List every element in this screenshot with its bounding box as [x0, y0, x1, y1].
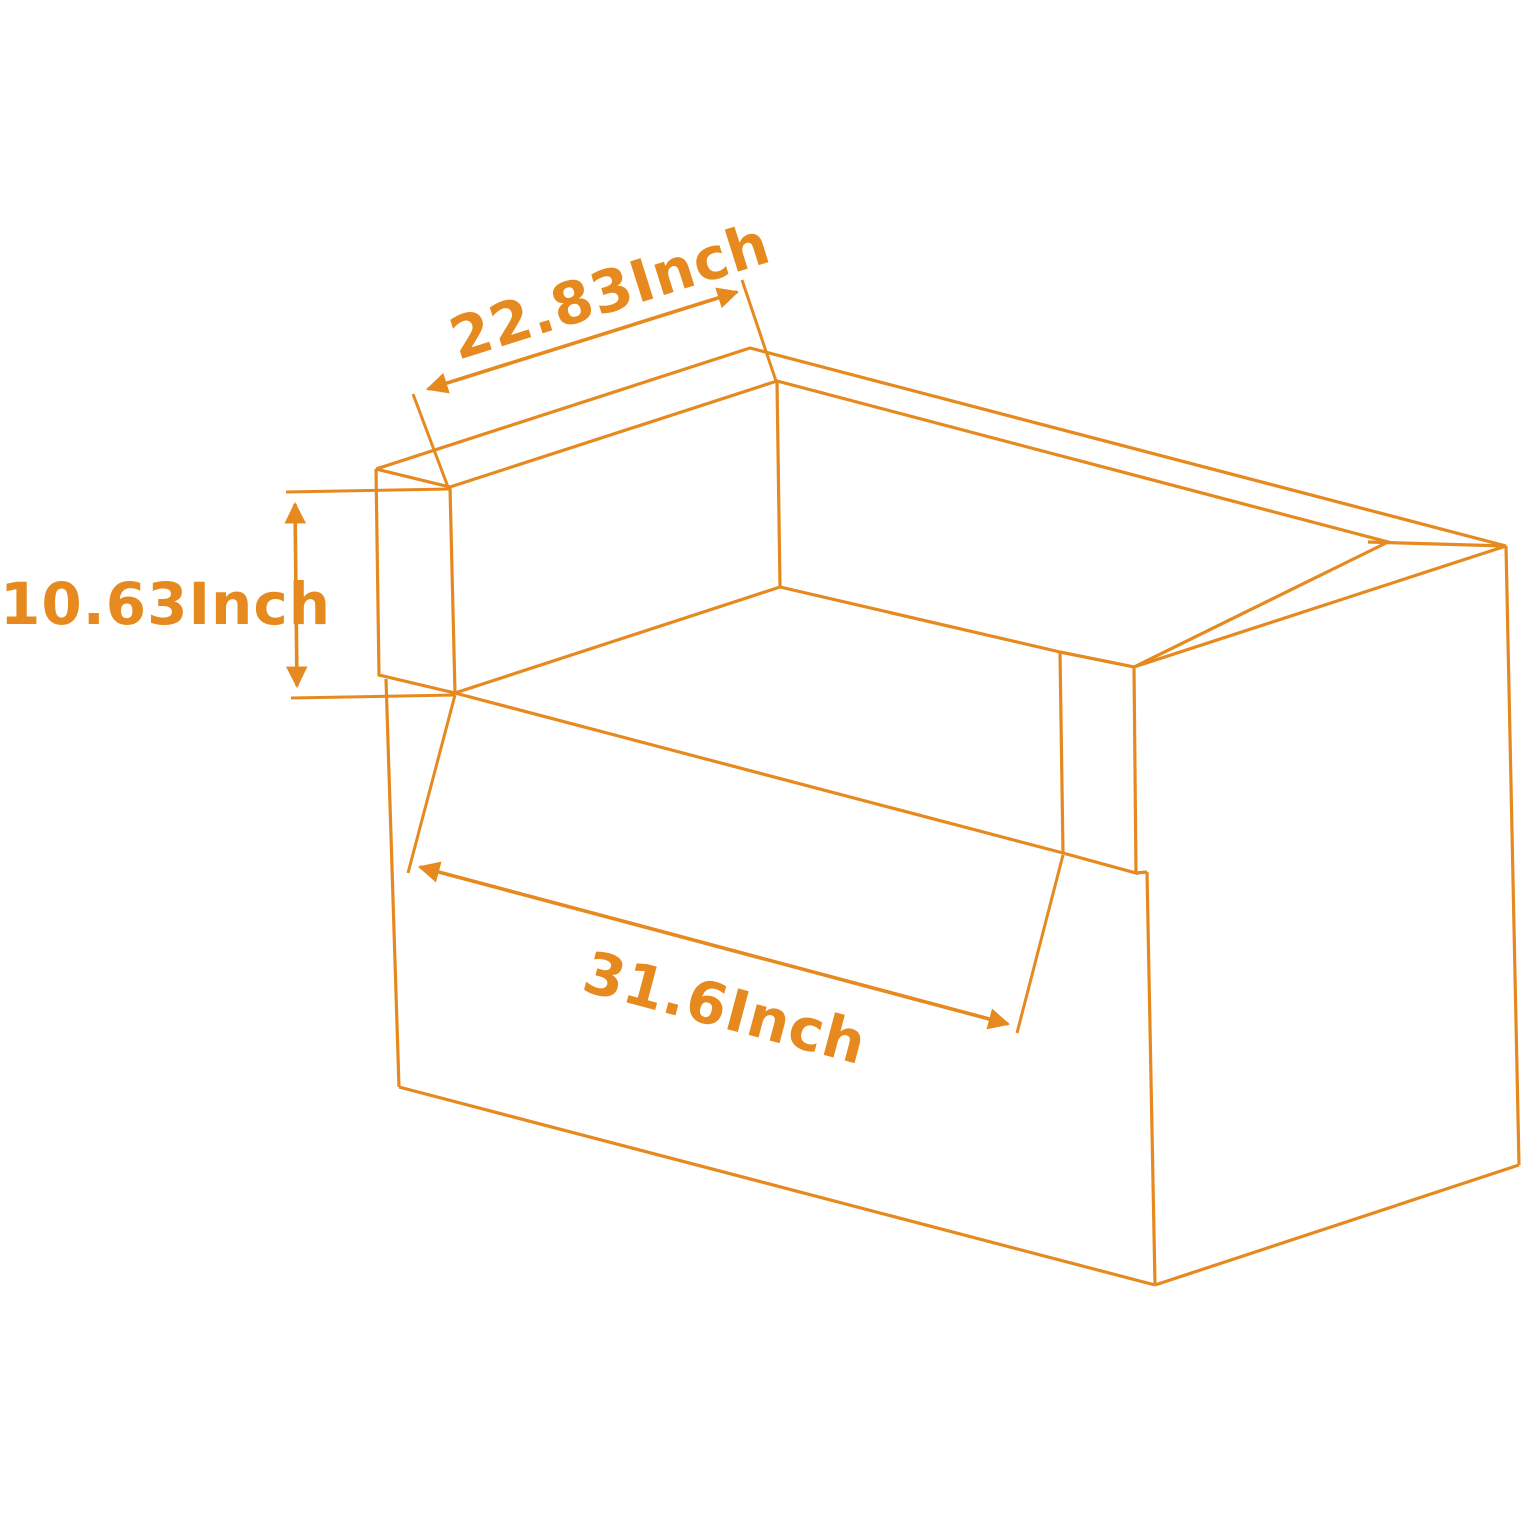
left-arm-top-inner	[375, 379, 1393, 669]
base-bottom-side	[1154, 1163, 1520, 1287]
dimension-depth: 22.83Inch	[411, 209, 778, 488]
height-extension-bottom	[290, 693, 456, 700]
height-label: 10.63Inch	[0, 570, 331, 638]
width-label: 31.6Inch	[576, 938, 873, 1078]
depth-extension-right	[740, 279, 778, 382]
depth-label: 22.83Inch	[442, 209, 778, 373]
dimension-width: 31.6Inch	[406, 694, 1065, 1078]
width-arrow	[417, 861, 1011, 1030]
depth-arrow	[425, 287, 740, 394]
left-arm-front	[374, 468, 457, 696]
seat-back-edge	[454, 585, 1061, 695]
base-bottom-front	[398, 1085, 1156, 1287]
base-left-edge	[384, 678, 401, 1088]
right-arm-top	[1059, 544, 1507, 669]
dimension-height: 10.63Inch	[0, 487, 456, 700]
right-arm-front	[1058, 651, 1138, 876]
backrest-inner-edge	[775, 380, 782, 588]
left-arm-top	[375, 346, 1507, 548]
depth-extension-left	[411, 393, 450, 488]
height-extension-top	[285, 487, 451, 494]
base-back-right-edge	[1504, 545, 1521, 1166]
width-extension-left	[406, 694, 457, 874]
base-front-right-edge	[1145, 871, 1157, 1286]
sofa-outline	[374, 346, 1521, 1287]
height-arrow	[284, 501, 308, 689]
right-arm-step	[1135, 870, 1148, 875]
seat-front-edge	[454, 691, 1064, 855]
width-extension-right	[1015, 854, 1065, 1034]
